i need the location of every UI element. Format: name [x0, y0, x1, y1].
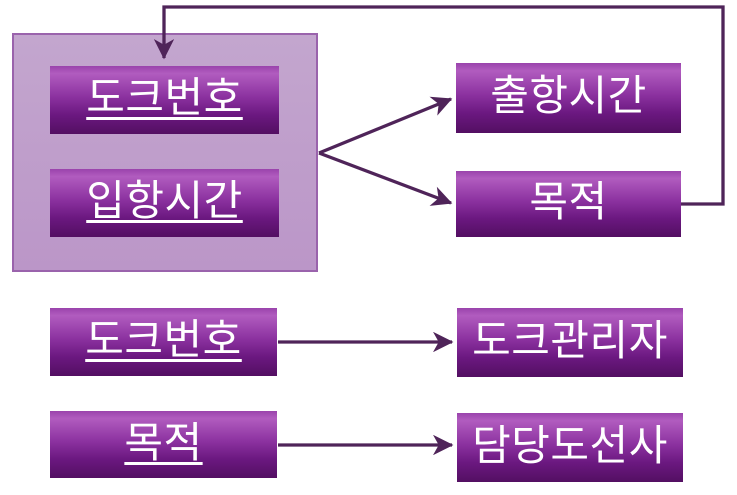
edge-group-to-purpose — [318, 151, 453, 206]
node-dock-manager-label: 도크관리자 — [472, 316, 668, 364]
node-dock-number-key-label: 도크번호 — [86, 74, 243, 121]
node-departure-time: 출항시간 — [456, 63, 681, 133]
node-purpose-label: 목적 — [529, 178, 608, 225]
node-pilot: 담당도선사 — [457, 413, 683, 482]
node-arrival-time-label: 입항시간 — [86, 177, 243, 224]
node-dock-number-2-label: 도크번호 — [85, 316, 242, 363]
node-pilot-label: 담당도선사 — [472, 421, 668, 469]
edge-group-to-departure-time — [318, 96, 453, 155]
node-dock-number-2: 도크번호 — [50, 308, 277, 376]
node-purpose: 목적 — [456, 171, 681, 237]
node-purpose-2: 목적 — [50, 411, 277, 478]
node-departure-time-label: 출항시간 — [490, 72, 647, 119]
node-dock-manager: 도크관리자 — [457, 308, 683, 377]
node-purpose-2-label: 목적 — [124, 418, 203, 466]
node-arrival-time: 입항시간 — [50, 169, 279, 237]
node-dock-number-key: 도크번호 — [50, 66, 279, 134]
